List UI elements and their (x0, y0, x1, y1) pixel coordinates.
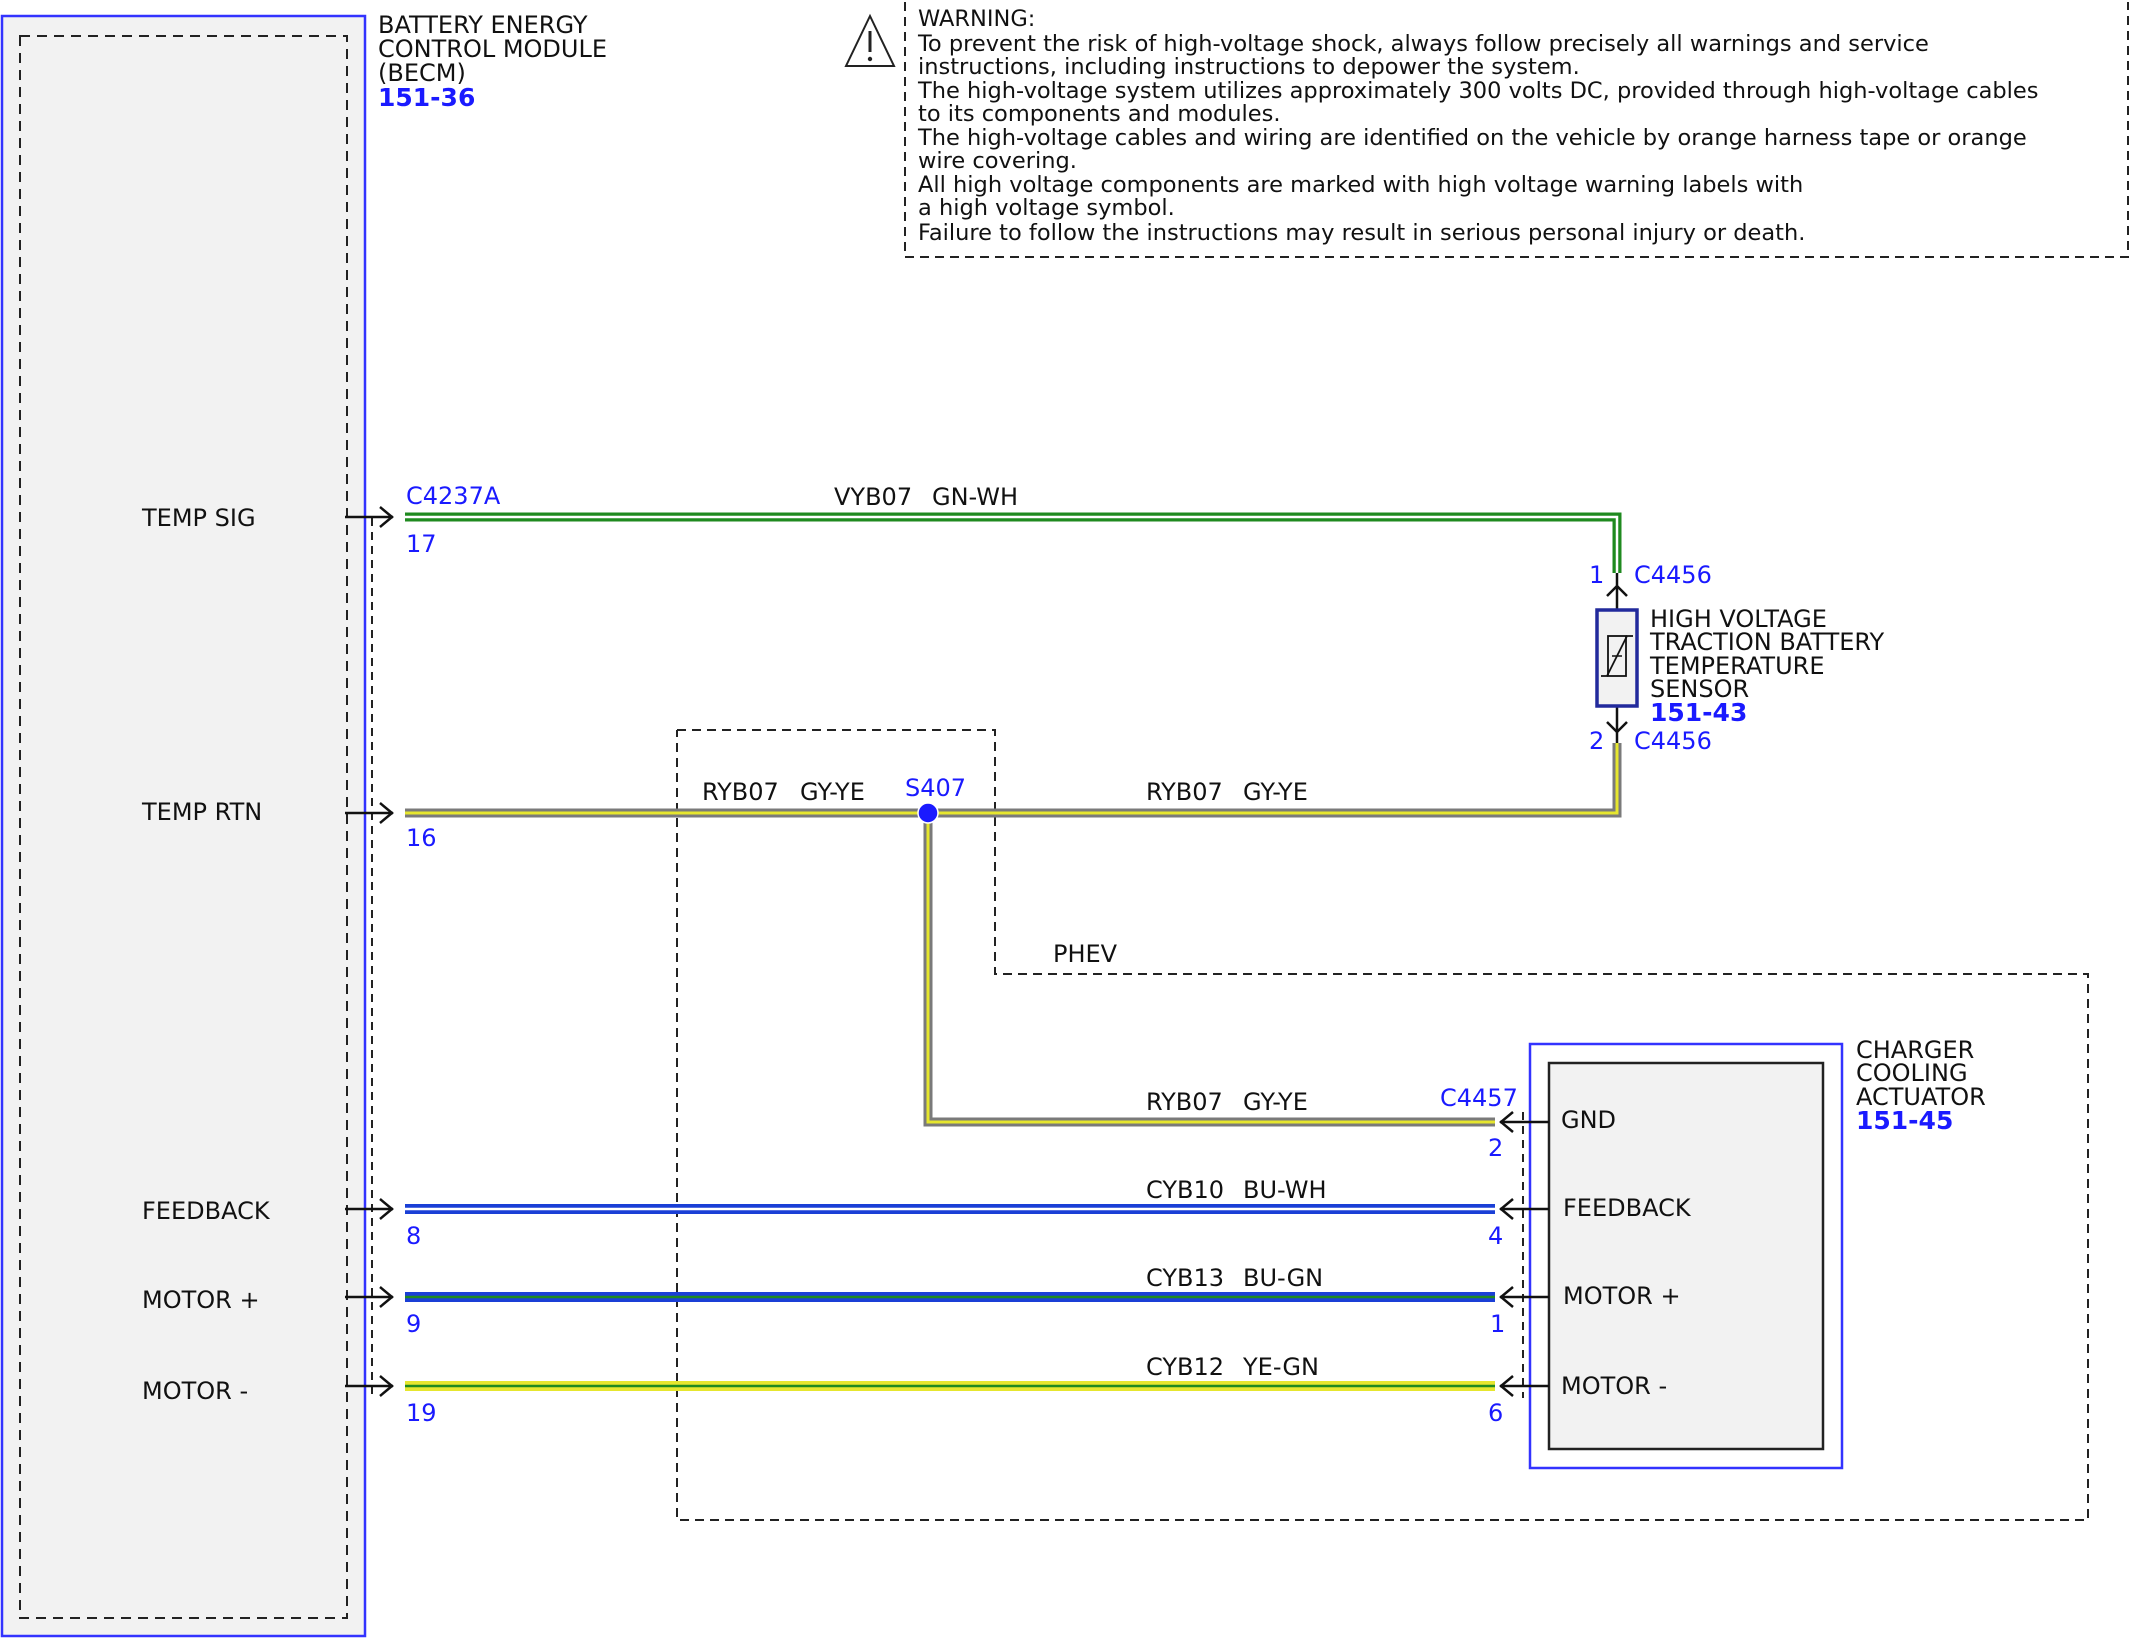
phev-region (676, 729, 2089, 1521)
warning-line-6: The high-voltage cables and wiring are i… (917, 125, 2027, 151)
wire-temp-rtn-right-circuit: RYB07 (1146, 778, 1223, 806)
becm-pin-17: 17 (406, 530, 437, 558)
actuator-pin-feedback: FEEDBACK (1563, 1194, 1692, 1222)
sensor-name-line-1: HIGH VOLTAGE (1650, 605, 1827, 633)
becm-module (0, 14, 367, 1638)
wire-temp-rtn[interactable] (405, 743, 1622, 818)
becm-pin-19: 19 (406, 1399, 437, 1427)
wire-temp-sig-circuit: VYB07 (834, 483, 912, 511)
becm-name-line-1: BATTERY ENERGY (378, 11, 588, 39)
temperature-sensor[interactable] (1595, 573, 1639, 743)
becm-pin-motor-minus: MOTOR - (142, 1377, 248, 1405)
warning-line-5: to its components and modules. (918, 101, 1281, 127)
actuator-pin-motor-minus: MOTOR - (1561, 1372, 1667, 1400)
sensor-ref[interactable]: 151-43 (1650, 698, 1747, 727)
becm-pin-temp-rtn: TEMP RTN (141, 798, 262, 826)
wire-gnd[interactable] (923, 813, 1495, 1127)
warning-line-7: wire covering. (918, 148, 1077, 174)
becm-pin-motor-plus: MOTOR + (142, 1286, 260, 1314)
wire-motor-minus-circuit: CYB12 (1146, 1353, 1224, 1381)
phev-label: PHEV (1053, 940, 1118, 968)
wire-motor-plus-circuit: CYB13 (1146, 1264, 1224, 1292)
sensor-name-line-4: SENSOR (1650, 675, 1749, 703)
warning-line-3: instructions, including instructions to … (918, 54, 1580, 80)
becm-connector-label[interactable]: C4237A (406, 482, 501, 510)
becm-pin-9: 9 (406, 1310, 421, 1338)
warning-line-10: Failure to follow the instructions may r… (918, 220, 1805, 246)
sensor-connector-bottom[interactable]: C4456 (1634, 727, 1712, 755)
actuator-pin-2: 2 (1488, 1134, 1503, 1162)
warning-box (844, 2, 2129, 258)
wire-feedback-circuit: CYB10 (1146, 1176, 1224, 1204)
actuator-pin-gnd: GND (1561, 1106, 1616, 1134)
wire-feedback-color: BU-WH (1243, 1176, 1327, 1204)
wire-temp-rtn-left-color: GY-YE (800, 778, 865, 806)
wire-temp-sig-color: GN-WH (932, 483, 1018, 511)
becm-name-line-3: (BECM) (378, 59, 466, 87)
actuator-ref[interactable]: 151-45 (1856, 1106, 1953, 1135)
actuator-name-line-3: ACTUATOR (1856, 1083, 1986, 1111)
sensor-pin-1: 1 (1589, 561, 1604, 589)
splice-s407-label[interactable]: S407 (905, 774, 966, 802)
becm-pin-feedback: FEEDBACK (142, 1197, 271, 1225)
actuator-terminals (1499, 1111, 1549, 1397)
actuator-pin-motor-plus: MOTOR + (1563, 1282, 1681, 1310)
warning-line-2: To prevent the risk of high-voltage shoc… (917, 31, 1929, 57)
warning-line-9: a high voltage symbol. (918, 195, 1175, 221)
sensor-name-line-3: TEMPERATURE (1649, 652, 1825, 680)
charger-cooling-actuator[interactable] (1528, 1042, 1844, 1470)
sensor-name-line-2: TRACTION BATTERY (1649, 628, 1885, 656)
wire-gnd-circuit: RYB07 (1146, 1088, 1223, 1116)
warning-triangle-icon (844, 13, 896, 67)
becm-pin-temp-sig: TEMP SIG (141, 504, 256, 532)
wire-gnd-color: GY-YE (1243, 1088, 1308, 1116)
wire-temp-rtn-right-color: GY-YE (1243, 778, 1308, 806)
wire-motor-minus-color: YE-GN (1242, 1353, 1319, 1381)
becm-ref[interactable]: 151-36 (378, 83, 475, 112)
wire-motor-plus-color: BU-GN (1243, 1264, 1323, 1292)
actuator-pin-4: 4 (1488, 1222, 1503, 1250)
warning-line-4: The high-voltage system utilizes approxi… (917, 78, 2039, 104)
sensor-pin-2: 2 (1589, 727, 1604, 755)
wire-temp-sig[interactable] (405, 512, 1622, 573)
warning-line-8: All high voltage components are marked w… (918, 172, 1803, 198)
sensor-connector-top[interactable]: C4456 (1634, 561, 1712, 589)
splice-s407[interactable] (917, 802, 939, 824)
warning-line-1: WARNING: (918, 6, 1035, 32)
becm-pin-16: 16 (406, 824, 437, 852)
actuator-pin-1: 1 (1490, 1310, 1505, 1338)
becm-name-line-2: CONTROL MODULE (378, 35, 607, 63)
actuator-connector-label[interactable]: C4457 (1440, 1084, 1518, 1112)
becm-pin-8: 8 (406, 1222, 421, 1250)
becm-terminals (345, 506, 394, 1397)
actuator-name-line-2: COOLING (1856, 1059, 1968, 1087)
actuator-name-line-1: CHARGER (1856, 1036, 1974, 1064)
actuator-pin-6: 6 (1488, 1399, 1503, 1427)
wire-temp-rtn-left-circuit: RYB07 (702, 778, 779, 806)
thermistor-icon (1601, 635, 1633, 677)
